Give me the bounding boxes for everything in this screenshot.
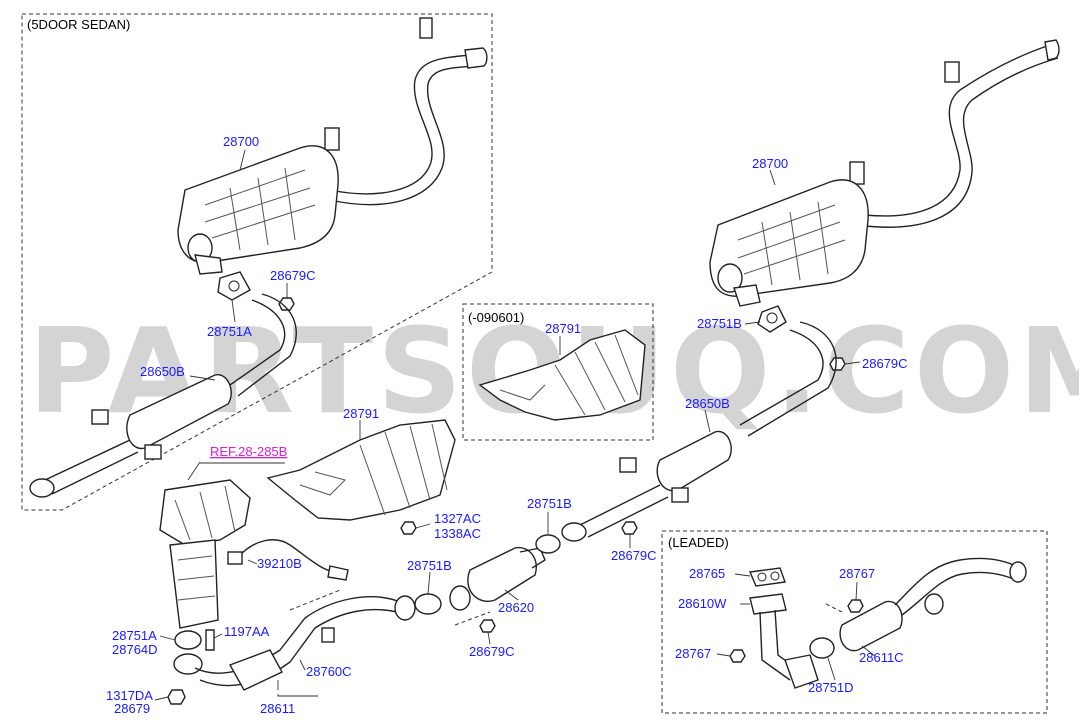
sedan-nut [278, 297, 295, 311]
label-muffler-right[interactable]: 28700 [752, 156, 788, 171]
label-gasket-65[interactable]: 28765 [689, 566, 725, 581]
label-gasket-right[interactable]: 28751B [697, 316, 742, 331]
heat-shield-nut [400, 521, 417, 535]
label-gasket-51d[interactable]: 28751D [808, 680, 854, 695]
reference-link[interactable]: REF.28-285B [210, 444, 287, 459]
label-gasket-front-d[interactable]: 28764D [112, 642, 158, 657]
early-section-box [462, 303, 654, 441]
leaded-stud-left [729, 649, 746, 663]
label-heat-shield[interactable]: 28791 [343, 406, 379, 421]
leader-lines [154, 149, 876, 701]
sedan-tail-pipe [324, 17, 488, 206]
front-nut [167, 689, 186, 705]
front-gasket [173, 630, 203, 675]
leaded-gasket-65 [748, 567, 786, 587]
exhaust-manifold [159, 479, 251, 629]
sedan-section-box [21, 13, 493, 511]
label-center-pipe-left[interactable]: 28650B [140, 364, 185, 379]
leaded-front-pipe-c [839, 557, 1027, 652]
label-center-pipe-right[interactable]: 28650B [685, 396, 730, 411]
label-nut-mid[interactable]: 28679C [611, 548, 657, 563]
label-catalytic[interactable]: 28620 [498, 600, 534, 615]
mid-gasket [535, 522, 587, 554]
main-center-pipe [579, 321, 837, 538]
oxygen-sensor [227, 539, 349, 581]
label-gasket-front-a[interactable]: 28751A [112, 628, 157, 643]
label-bolt-1317[interactable]: 1317DA [106, 688, 153, 703]
sedan-muffler [177, 145, 339, 275]
label-front-pipe-c[interactable]: 28611C [859, 650, 904, 665]
sedan-center-pipe [29, 293, 297, 498]
main-tail-pipe [849, 39, 1060, 228]
sedan-gasket [217, 271, 251, 301]
main-nut-c [829, 357, 846, 371]
label-nut-right[interactable]: 28679C [862, 356, 908, 371]
label-bolt-1197[interactable]: 1197AA [224, 624, 270, 639]
mid-nut [621, 521, 638, 535]
label-nut-1327[interactable]: 1327AC [434, 511, 481, 526]
leaded-front-pipe-w [749, 593, 819, 689]
label-nut-28679[interactable]: 28679 [114, 701, 150, 716]
label-muffler-left[interactable]: 28700 [223, 134, 259, 149]
label-nut-cat[interactable]: 28679C [469, 644, 515, 659]
heat-shield [266, 419, 456, 521]
leaded-stud-top [847, 599, 864, 613]
front-bolt [205, 629, 215, 651]
front-pipe [194, 595, 416, 691]
sedan-section-title: (5DOOR SEDAN) [27, 17, 130, 32]
label-front-pipe-w[interactable]: 28610W [678, 596, 727, 611]
label-gasket-left[interactable]: 28751A [207, 324, 252, 339]
label-stud-left[interactable]: 28767 [675, 646, 711, 661]
cat-gasket [414, 593, 442, 615]
label-nut-left[interactable]: 28679C [270, 268, 316, 283]
heat-shield-early [478, 329, 646, 421]
early-section-title: (-090601) [468, 310, 524, 325]
label-heat-shield-early[interactable]: 28791 [545, 321, 581, 336]
label-nut-1338[interactable]: 1338AC [434, 526, 481, 541]
leaded-gasket-51d [809, 637, 835, 659]
leaded-section-title: (LEADED) [668, 535, 729, 550]
label-front-pipe[interactable]: 28611 [260, 701, 295, 716]
label-gasket-cat[interactable]: 28751B [407, 558, 452, 573]
cat-nut [479, 619, 496, 633]
main-muffler [709, 179, 869, 307]
label-stud-top[interactable]: 28767 [839, 566, 875, 581]
label-o2-sensor[interactable]: 39210B [257, 556, 302, 571]
label-hanger[interactable]: 28760C [306, 664, 352, 679]
label-gasket-mid[interactable]: 28751B [527, 496, 572, 511]
catalytic-converter [449, 546, 546, 611]
leaded-section-box [661, 530, 1048, 714]
